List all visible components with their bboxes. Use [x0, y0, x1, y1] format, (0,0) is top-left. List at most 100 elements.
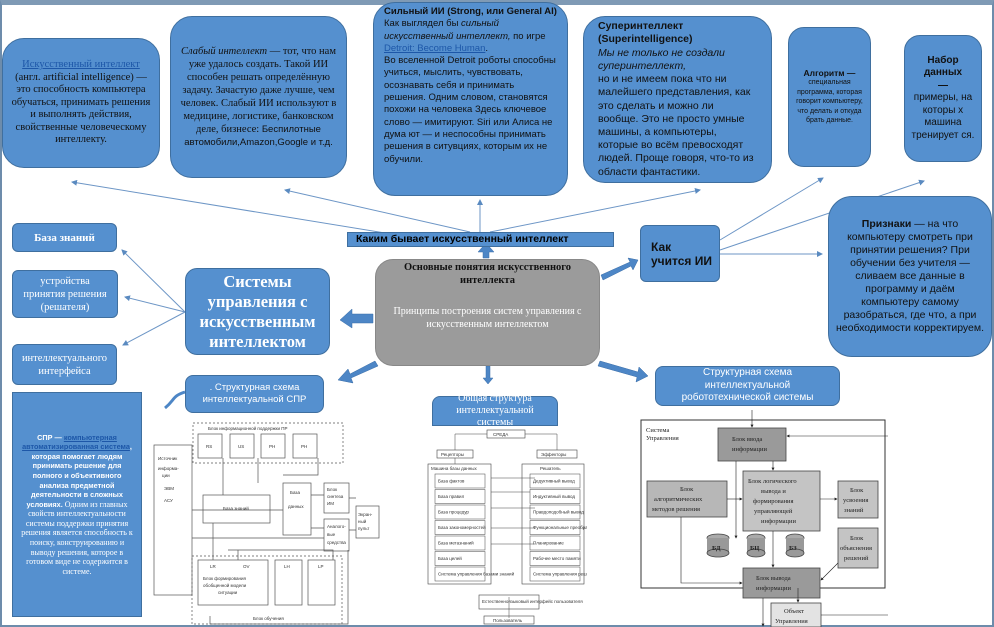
- cell-label: PH: [269, 444, 275, 449]
- spr-definition-box: СПР — компьютерная автоматизированная си…: [12, 392, 142, 617]
- ai-types-bar[interactable]: Каким бывает искусственный интеллект: [347, 232, 614, 247]
- algo-label: методов решения: [652, 506, 700, 513]
- cell-label: RS: [206, 444, 212, 449]
- knowledge-base-item[interactable]: База знаний: [12, 223, 117, 252]
- structure-cell-label: Дедуктивный вывод: [533, 478, 575, 484]
- db-cylinder-label: БД: [712, 545, 721, 552]
- logic-block: [742, 470, 821, 532]
- detroit-link[interactable]: Detroit: Become Human: [384, 42, 486, 54]
- spr-text2: Одним из главных свойств интеллектуально…: [21, 499, 133, 576]
- bottom-cell: LH: [284, 564, 290, 569]
- effectors-label: Эффекторы: [541, 452, 566, 457]
- logic-label: вывода и: [761, 488, 786, 495]
- cell-us: [229, 433, 255, 459]
- structure-cell: [434, 504, 486, 520]
- logic-label: формирования: [753, 498, 794, 505]
- structure-cell-label: Система управления базами знаний: [438, 571, 515, 577]
- synth-label: Блок: [327, 487, 337, 492]
- screen-label: Экран-: [358, 512, 373, 517]
- dataset-box: Набор данных — примеры, на которы х маши…: [904, 35, 982, 162]
- structure-cell: [529, 473, 581, 489]
- weak-ai-title: Слабый интеллект: [180, 46, 268, 57]
- screen-block: [355, 505, 380, 539]
- kb-machine-label: Машина базы данных: [431, 466, 477, 471]
- analog-label: вые: [327, 532, 336, 537]
- intelligent-interface-item[interactable]: интеллектуального интерфейса: [12, 344, 117, 385]
- structure-cell-label: Система управления решателем: [533, 572, 587, 577]
- structure-cell: [529, 566, 581, 582]
- system-label: Система: [646, 427, 669, 434]
- db-label: данных: [288, 504, 304, 509]
- structure-cell: [529, 520, 581, 535]
- strong-ai-box: Сильный ИИ (Strong, или General AI) Как …: [373, 2, 568, 196]
- spr-abbr: СПР —: [37, 432, 64, 442]
- central-topic-box: Основные понятия искусственного интеллек…: [375, 259, 600, 366]
- source-label: ЭВМ: [164, 486, 174, 491]
- output-label: информации: [756, 585, 791, 592]
- logic-label: управляющей: [754, 508, 793, 515]
- algorithm-title: Алгоритм —: [803, 67, 856, 78]
- explain-block: [837, 527, 879, 569]
- interface-label: Естественноязыковый интерфейс пользовате…: [482, 598, 583, 604]
- info-support-block: [192, 422, 344, 464]
- strong-ai-text: по игре: [510, 30, 546, 42]
- cell-ph: [260, 433, 286, 459]
- db-block: [282, 482, 312, 536]
- ai-definition-link[interactable]: Искусственный интеллект: [22, 59, 140, 71]
- logic-label: информации: [761, 518, 796, 525]
- dataset-dash: —: [938, 79, 948, 91]
- super-title: Суперинтеллект (Superintelligence): [598, 20, 693, 46]
- dataset-text: примеры, на которы х машина тренирует ся…: [911, 92, 975, 141]
- strong-ai-body: Во вселенной Detroit роботы способны учи…: [384, 55, 556, 165]
- spr-scheme-label[interactable]: . Структурная схема интеллектуальной СПР: [185, 375, 324, 413]
- cell-rs: [197, 433, 223, 459]
- screen-label: пульт: [358, 526, 369, 531]
- receptors-label: Рецепторы: [441, 452, 464, 457]
- db-cylinder-label: БЦ: [750, 545, 759, 552]
- super-italic: Мы не только не создали суперинтеллект,: [598, 46, 725, 72]
- structure-cell-label: Индуктивный вывод: [533, 493, 575, 499]
- features-box: Признаки — на что компьютеру смотреть пр…: [828, 196, 992, 357]
- structure-cell-label: Правдоподобный вывод: [533, 509, 584, 515]
- algorithm-box: Алгоритм — специальная программа, котора…: [788, 27, 871, 167]
- object-label: Управления: [775, 618, 808, 625]
- env-label: СРЕДА: [493, 432, 508, 437]
- weak-ai-text: — тот, что нам уже удалось создать. Тако…: [180, 46, 337, 135]
- structure-cell: [434, 473, 486, 489]
- central-subtitle: Принципы построения систем управления с …: [393, 306, 582, 330]
- input-label: Блок ввода: [732, 436, 762, 443]
- structure-cell: [529, 489, 581, 504]
- analog-block: [323, 518, 350, 552]
- model-block: [197, 559, 269, 606]
- input-block: [717, 427, 787, 462]
- synth-label: синтеза: [327, 494, 344, 499]
- how-ai-learns-box[interactable]: Как учится ИИ: [640, 225, 720, 282]
- general-structure-label[interactable]: Общая структура интеллектуальной системы: [432, 393, 558, 428]
- structure-cell: [529, 551, 581, 566]
- ai-definition-box: Искусственный интеллект (англ. artificia…: [2, 38, 160, 168]
- model-label: обобщенной модели: [203, 582, 247, 588]
- analog-label: Аналого-: [327, 524, 346, 529]
- structure-cell-label: База целей: [438, 555, 462, 561]
- structure-cell-label: Функциональные преобразования: [533, 525, 587, 530]
- analog-label: средства: [327, 540, 346, 545]
- weak-ai-examples: Беспилотные автомобили,Amazon,Google и т…: [184, 124, 333, 148]
- kb-block: [202, 494, 271, 524]
- learn-block: [837, 480, 879, 519]
- structure-cell-label: Планирование: [533, 541, 564, 546]
- spr-link[interactable]: компьютерная автоматизированная система: [22, 432, 130, 452]
- robot-scheme-label[interactable]: Структурная схема интеллектуальной робот…: [655, 366, 840, 406]
- cell-ph2: [292, 433, 318, 459]
- output-label: Блок вывода: [756, 575, 791, 582]
- logic-label: Блок логического: [748, 478, 797, 485]
- user-label: Пользователь: [493, 618, 523, 623]
- structure-cell: [434, 535, 486, 551]
- output-block: [742, 567, 821, 599]
- central-title: Основные понятия искусственного интеллек…: [403, 262, 572, 286]
- structure-cell-label: База закономерностей: [438, 524, 486, 530]
- structure-cell: [434, 551, 486, 566]
- learn-label: Блок: [850, 487, 864, 494]
- decision-device-item[interactable]: устройства принятия решения (решателя): [12, 270, 118, 318]
- learn-label: знаний: [844, 507, 864, 514]
- ai-control-systems-box[interactable]: Системы управления с искусственным интел…: [185, 268, 330, 355]
